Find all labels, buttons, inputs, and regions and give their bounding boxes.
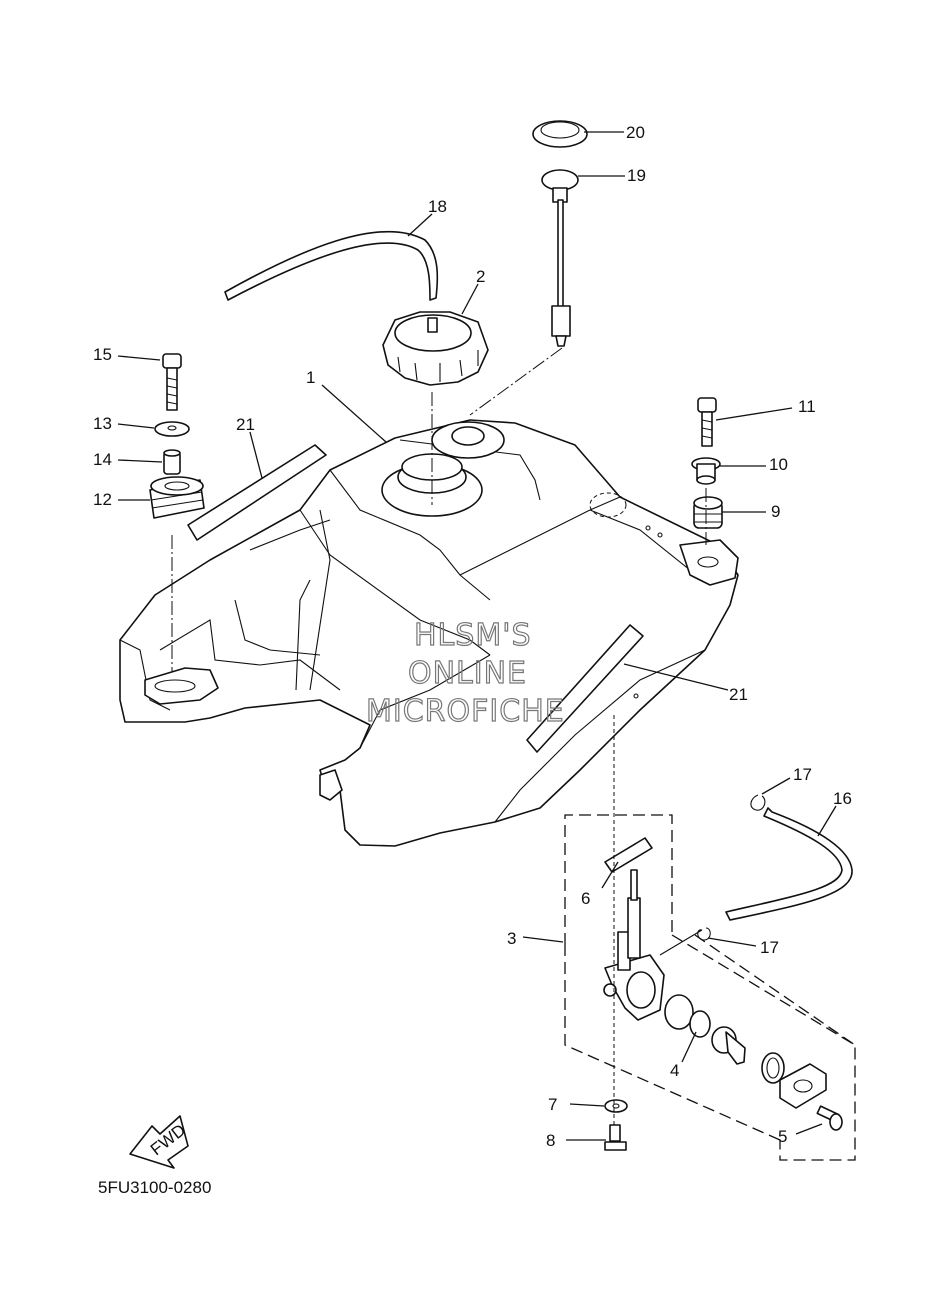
callout-20: 20 [626,123,645,142]
strainer-plate [604,837,653,873]
watermark: HLSM'S ONLINE MICROFICHE [365,617,565,729]
watermark-line-1: HLSM'S [414,618,532,653]
callout-21-left: 21 [236,415,255,434]
washer-left [154,421,190,437]
callout-14: 14 [93,450,112,469]
callout-10: 10 [769,455,788,474]
callout-4: 4 [670,1061,679,1080]
breather-hose [224,230,439,301]
leader-lines [117,131,837,1141]
callout-21-right: 21 [729,685,748,704]
bolt-8 [604,1124,627,1151]
callout-17-upper: 17 [793,765,812,784]
watermark-line-2: ONLINE [408,656,527,691]
callout-18: 18 [428,197,447,216]
callout-16: 16 [833,789,852,808]
callout-5: 5 [778,1127,787,1146]
tank-pad-right [526,624,644,753]
gauge-grommet [532,120,588,148]
callout-6: 6 [581,889,590,908]
cover-plate [779,1063,827,1109]
washer-7 [604,1099,628,1113]
damper-left [149,476,205,519]
fuel-cock-assembly [564,814,856,1161]
callout-7: 7 [548,1095,557,1114]
hose-clip-lower [697,927,711,941]
callout-labels: 20 19 18 2 1 15 13 14 12 21 11 10 9 21 1… [93,123,852,1150]
fuel-gauge [541,169,579,347]
watermark-line-3: MICROFICHE [366,694,565,729]
callout-9: 9 [771,502,780,521]
fwd-arrow-icon: FWD [129,1115,189,1169]
screw-5 [816,1105,843,1131]
packing-ring [761,1052,785,1084]
lever [711,1026,746,1065]
bolt-right [697,397,717,447]
diagram-code: 5FU3100-0280 [98,1178,211,1197]
callout-13: 13 [93,414,112,433]
fuel-cap [382,311,489,386]
callout-3: 3 [507,929,516,948]
callout-19: 19 [627,166,646,185]
callout-17-lower: 17 [760,938,779,957]
tank-pad-left [187,444,327,541]
fuel-hose [725,807,853,921]
collar-right [691,457,721,485]
damper-right [693,496,723,529]
collar-left [163,449,181,475]
o-ring-4 [664,994,711,1038]
hose-clip-upper [750,794,766,811]
callout-2: 2 [476,267,485,286]
fuel-cock-body [603,869,665,1021]
callout-1: 1 [306,368,315,387]
bolt-left [162,353,182,411]
callout-15: 15 [93,345,112,364]
callout-12: 12 [93,490,112,509]
callout-8: 8 [546,1131,555,1150]
callout-11: 11 [798,397,816,416]
